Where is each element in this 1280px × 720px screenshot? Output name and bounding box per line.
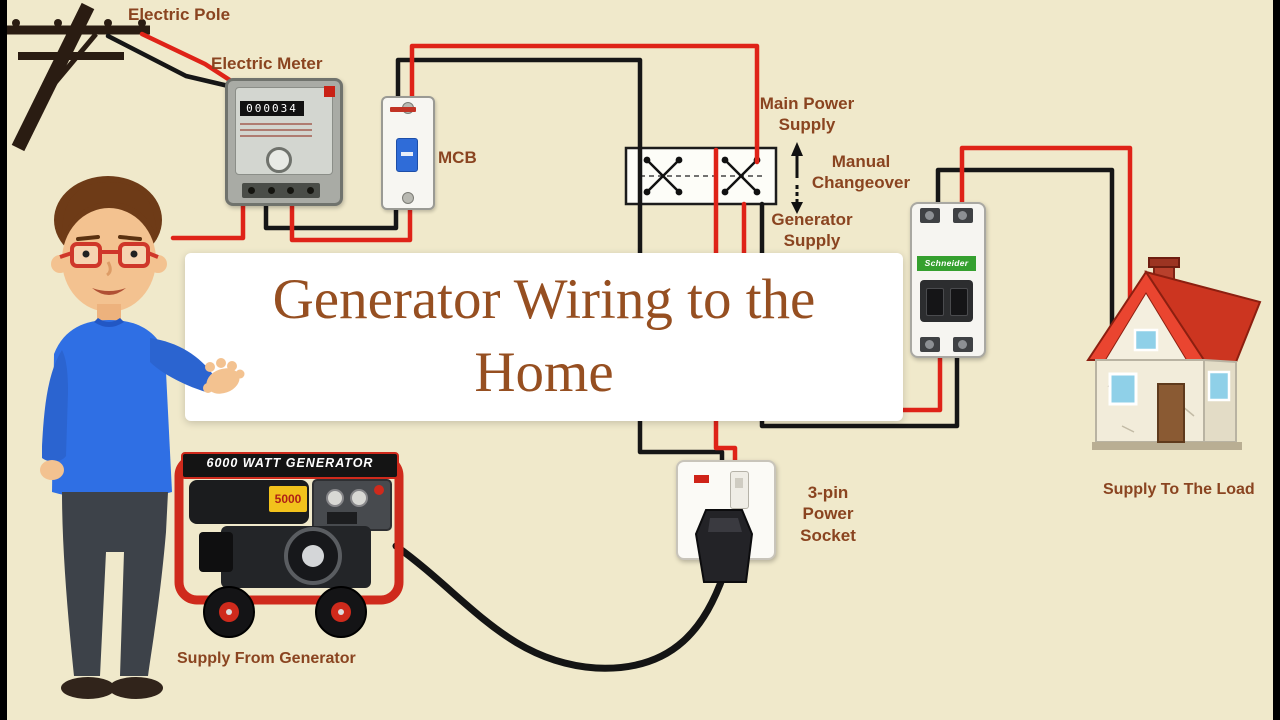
- house-windows: [1108, 370, 1231, 406]
- generator-supply-arrow-icon: [791, 185, 803, 214]
- face: [62, 208, 156, 312]
- breaker-terminal: [953, 337, 973, 352]
- label-line: Manual: [831, 152, 891, 171]
- breaker-terminal: [920, 337, 940, 352]
- left-edge-bar: [0, 0, 7, 720]
- label-manual-changeover: Manual Changeover: [811, 151, 911, 194]
- breaker-terminal: [953, 208, 973, 223]
- label-electric-meter: Electric Meter: [211, 54, 323, 73]
- generator-decal: 5000: [269, 486, 307, 512]
- manual-changeover-switch-icon: [624, 146, 778, 206]
- power-socket-graphic: [676, 460, 776, 592]
- title-card: Generator Wiring to the Home: [185, 253, 903, 421]
- wire-meter-to-mcb-black: [263, 189, 399, 231]
- label-supply-to-load: Supply To The Load: [1103, 481, 1255, 498]
- meter-seal: [324, 86, 335, 97]
- meter-reading-display: 000034: [240, 101, 304, 116]
- generator-power-cable: [392, 542, 728, 672]
- meter-text-lines: [240, 123, 312, 139]
- sweater-torso: [52, 320, 172, 500]
- generator-wheels: [203, 586, 367, 638]
- label-electric-pole: Electric Pole: [128, 5, 231, 24]
- breaker-brand-label: Schneider: [917, 256, 976, 271]
- label-main-power-supply: Main Power Supply: [757, 93, 857, 136]
- generator-banner-label: 6000 WATT GENERATOR: [181, 452, 399, 479]
- shoes: [61, 677, 163, 699]
- roof-icon: [1086, 270, 1262, 364]
- smile: [92, 288, 126, 295]
- label-generator-supply: Generator Supply: [767, 209, 857, 252]
- house-door: [1157, 383, 1185, 443]
- label-supply-from-generator: Supply From Generator: [177, 650, 356, 667]
- label-line: Generator: [771, 210, 853, 229]
- left-arm: [42, 350, 68, 462]
- generator-control-panel: [312, 479, 392, 531]
- generator-graphic: 6000 WATT GENERATOR 5000: [163, 428, 413, 640]
- label-line: Supply: [778, 115, 836, 135]
- electric-meter-graphic: 000034: [225, 78, 343, 206]
- breaker-terminal: [920, 208, 940, 223]
- mcb-brand-mark: [390, 107, 416, 112]
- meter-dial: [266, 147, 292, 173]
- house-graphic: [1082, 256, 1268, 452]
- electric-pole-icon: [2, 2, 150, 152]
- mcb-toggle-switch: [396, 138, 418, 172]
- label-line: 3-pin: [807, 483, 849, 502]
- wire-mcb-to-changeover-red: [409, 43, 760, 165]
- label-line: Main Power: [759, 94, 855, 113]
- generator-engine: [199, 526, 371, 588]
- wire-breaker-to-house-black: [935, 167, 1115, 333]
- main-power-arrow-icon: [791, 142, 803, 178]
- mcb-graphic: [381, 96, 435, 210]
- cartoon-presenter: [2, 140, 260, 718]
- label-line: Changeover: [811, 173, 911, 193]
- socket-switch: [730, 471, 749, 509]
- right-arm: [150, 338, 214, 392]
- mcb-terminal-bottom: [402, 192, 414, 204]
- meter-terminal-block: [242, 183, 320, 198]
- wire-meter-to-mcb-red: [289, 189, 413, 243]
- open-hand: [203, 358, 245, 394]
- hair-fringe: [61, 182, 157, 242]
- plug-icon: [694, 509, 754, 583]
- changeover-breaker-graphic: Schneider: [910, 202, 986, 358]
- page-title-line1: Generator Wiring to the: [272, 268, 816, 332]
- wire-meter-neutral-red: [170, 189, 246, 241]
- breaker-toggle-block: [920, 280, 973, 322]
- wire-breaker-to-house-red: [959, 145, 1133, 313]
- label-mcb: MCB: [438, 148, 477, 167]
- socket-indicator-light: [694, 475, 709, 483]
- label-line: Supply: [783, 231, 841, 251]
- trousers: [62, 492, 168, 676]
- label-power-socket: 3-pin Power Socket: [778, 482, 878, 546]
- right-edge-bar: [1273, 0, 1280, 720]
- label-line: Power Socket: [800, 504, 856, 545]
- page-title-line2: Home: [474, 341, 614, 404]
